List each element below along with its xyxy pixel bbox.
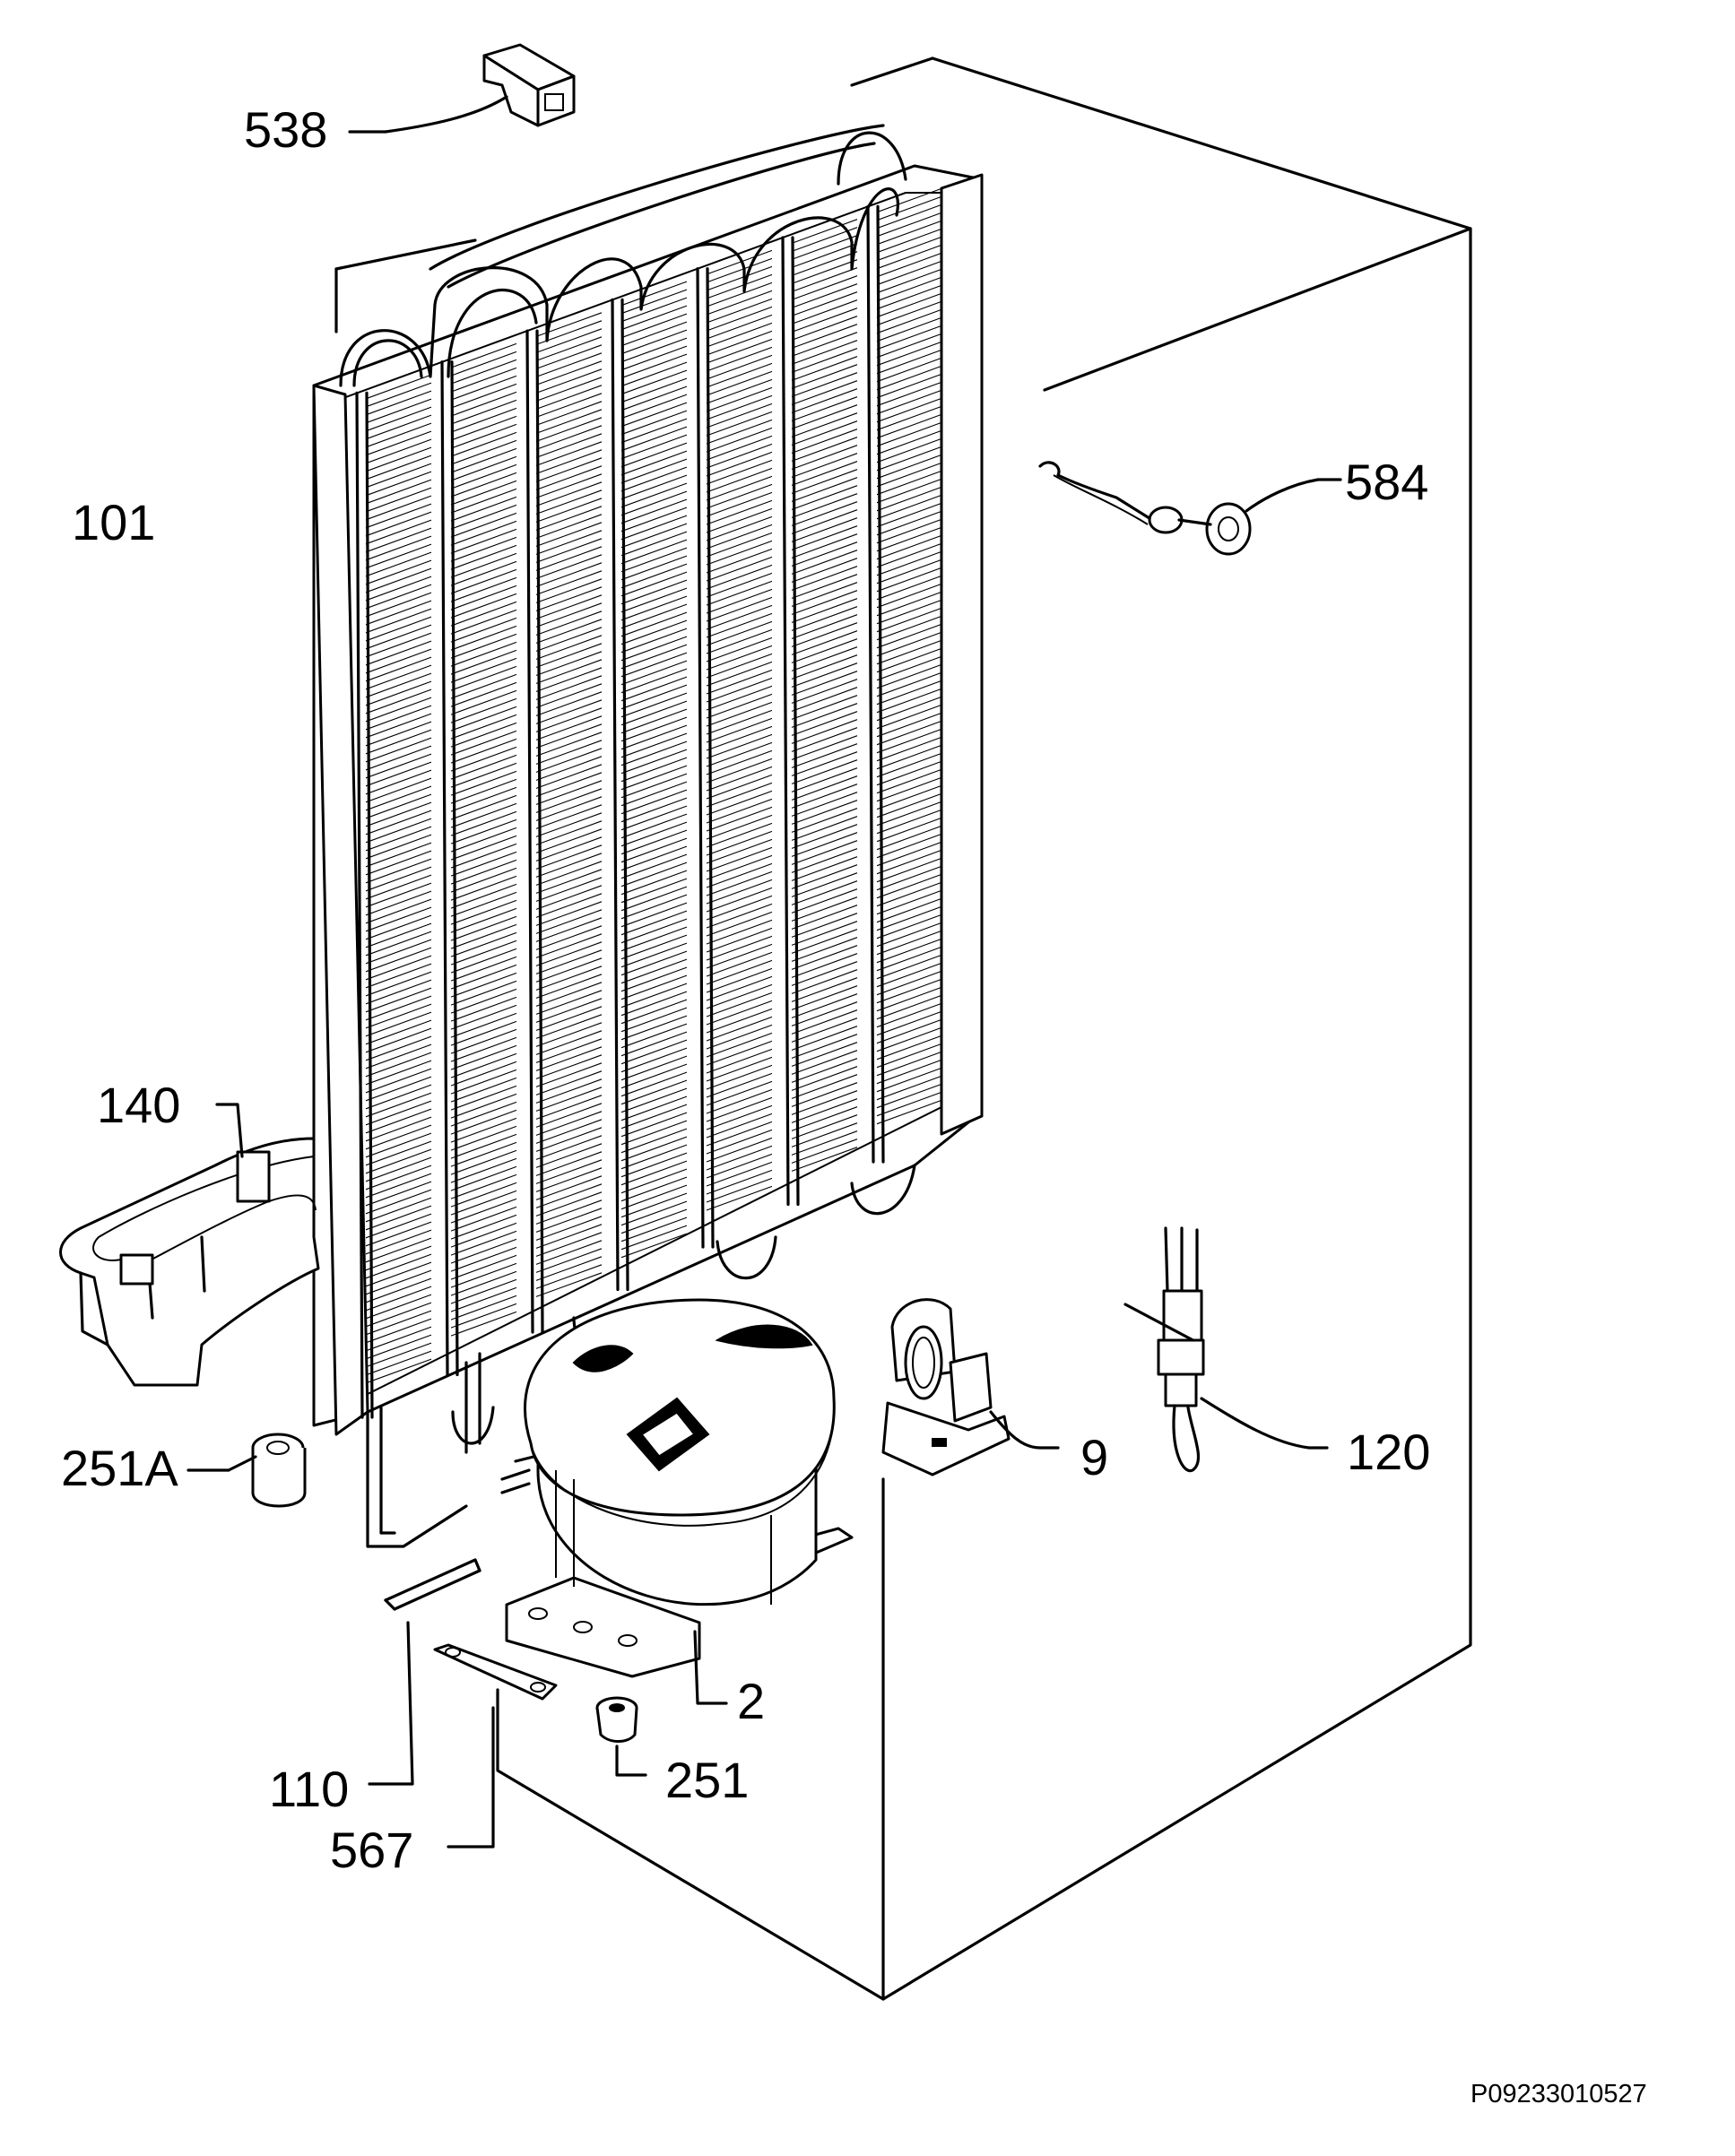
part-251a-grommet (187, 1433, 307, 1508)
part-251-foot (595, 1696, 647, 1777)
part-label-567: 567 (330, 1822, 414, 1878)
part-110-tube (368, 1558, 481, 1786)
condenser-coil (312, 124, 984, 1548)
part-label-101: 101 (72, 494, 156, 550)
part-label-251a: 251A (61, 1440, 178, 1496)
part-2-compressor (500, 1298, 854, 1705)
part-label-110: 110 (269, 1761, 350, 1817)
drawing-code: P09233010527 (1470, 2080, 1647, 2108)
cabinet-body (334, 56, 1472, 2001)
part-label-538: 538 (244, 101, 328, 158)
part-120-overload (1123, 1226, 1329, 1473)
part-9-relay (881, 1298, 1060, 1476)
part-567-plate (433, 1643, 558, 1849)
part-label-140: 140 (97, 1077, 181, 1133)
part-584-sensor (1038, 461, 1342, 556)
part-label-251: 251 (665, 1752, 750, 1808)
part-label-120: 120 (1347, 1424, 1431, 1480)
part-label-9: 9 (1080, 1429, 1109, 1485)
part-140-drip-tray (59, 1103, 320, 1387)
part-label-584: 584 (1345, 454, 1429, 510)
part-538-clip (348, 43, 576, 134)
part-label-2: 2 (737, 1673, 766, 1729)
